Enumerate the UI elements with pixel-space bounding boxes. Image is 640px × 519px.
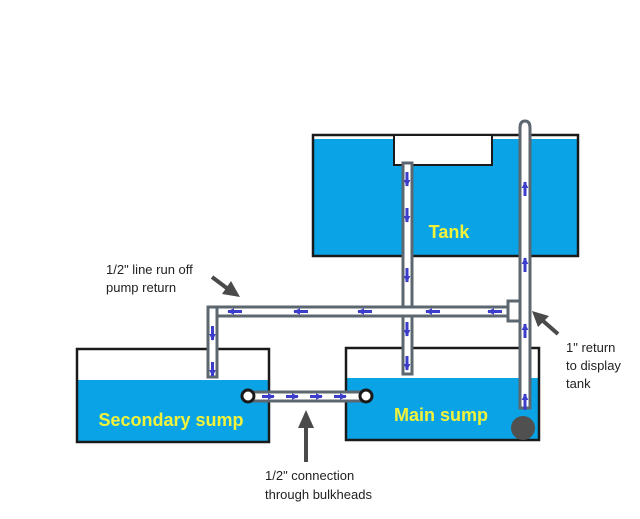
main-sump-label: Main sump [394, 405, 488, 425]
pointer-arrow-icon [298, 410, 314, 462]
connection-note-line2: through bulkheads [265, 487, 372, 502]
pointer-arrow-icon [532, 311, 560, 336]
pointer-arrow-icon [210, 275, 240, 297]
return-note-line2: to display [566, 358, 621, 373]
half-line-note-line2: pump return [106, 280, 176, 295]
flow-arrows [209, 172, 529, 410]
return-note-line3: tank [566, 376, 591, 391]
tee-box [506, 299, 522, 323]
pointer-arrows [210, 275, 560, 462]
overflow-box [393, 134, 493, 166]
tank-label: Tank [429, 222, 471, 242]
main-sump [344, 346, 541, 442]
secondary-sump [75, 347, 271, 444]
connection-note-line1: 1/2" connection [265, 468, 354, 483]
main-sump-water [347, 378, 538, 440]
secondary-down-pipe [206, 305, 219, 379]
return-note-line1: 1" return [566, 340, 615, 355]
half-line-note-line1: 1/2" line run off [106, 262, 193, 277]
pump-icon [511, 416, 535, 440]
bulkhead-right [358, 388, 374, 404]
secondary-sump-water [78, 380, 268, 442]
bulkhead-left [240, 388, 256, 404]
secondary-sump-label: Secondary sump [98, 410, 243, 430]
